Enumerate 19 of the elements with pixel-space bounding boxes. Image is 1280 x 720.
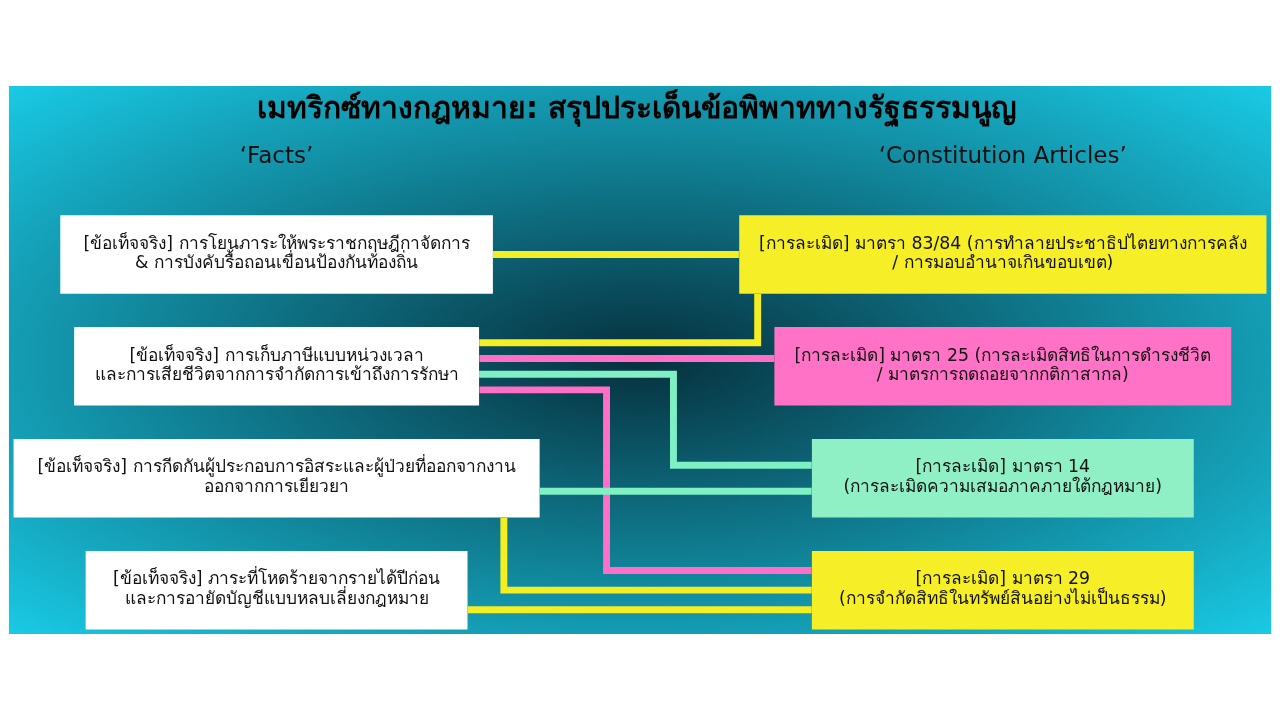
connector <box>479 293 762 347</box>
connector <box>479 355 775 362</box>
node-box: [ข้อเท็จจริง] ภาระที่โหดร้ายจากรายได้ปีก่อน และการอายัดบัญชีแบบหลบเลี่ยงกฎหมาย <box>85 550 468 630</box>
diagram-title: เมทริกซ์ทางกฎหมาย: สรุปประเด็นข้อพิพาททางรัฐธรรมนูญ <box>256 90 1018 126</box>
node-box: [การละเมิด] มาตรา 14 (การละเมิดความเสมอภาคภายใต้กฎหมาย) <box>811 439 1194 518</box>
label: ‘Facts’ <box>239 142 314 169</box>
connector <box>500 517 812 594</box>
connector <box>467 606 812 614</box>
label: ‘Constitution Articles’ <box>878 142 1127 169</box>
node-box: [ข้อเท็จจริง] การกีดกันผู้ประกอบการอิสระและผู้ป่วยที่ออกจากงาน ออกจากการเยียวยา <box>13 439 540 518</box>
node-box: [การละเมิด] มาตรา 25 (การละเมิดสิทธิในการดำรงชีวิต / มาตรการถดถอยจากกติกาสากล) <box>774 327 1232 406</box>
node-box: [การละเมิด] มาตรา 29 (การจำกัดสิทธิในทรัพย์สินอย่างไม่เป็นธรรม) <box>811 550 1194 630</box>
node-box: [ข้อเท็จจริง] การโยนภาระให้พระราชกฤษฎีกาจัดการ & การบังคับรื้อถอนเขื่อนป้องกันท้องถิ่น <box>60 215 493 294</box>
node-box: [การละเมิด] มาตรา 83/84 (การทำลายประชาธิปไตยทางการคลัง / การมอบอำนาจเกินขอบเขต) <box>739 215 1267 294</box>
connector <box>539 487 812 495</box>
connector <box>479 386 812 574</box>
connector <box>479 370 812 469</box>
connector <box>493 251 739 258</box>
node-box: [ข้อเท็จจริง] การเก็บภาษีแบบหน่วงเวลา และการเสียชีวิตจากการจำกัดการเข้าถึงการรักษา <box>74 327 480 406</box>
